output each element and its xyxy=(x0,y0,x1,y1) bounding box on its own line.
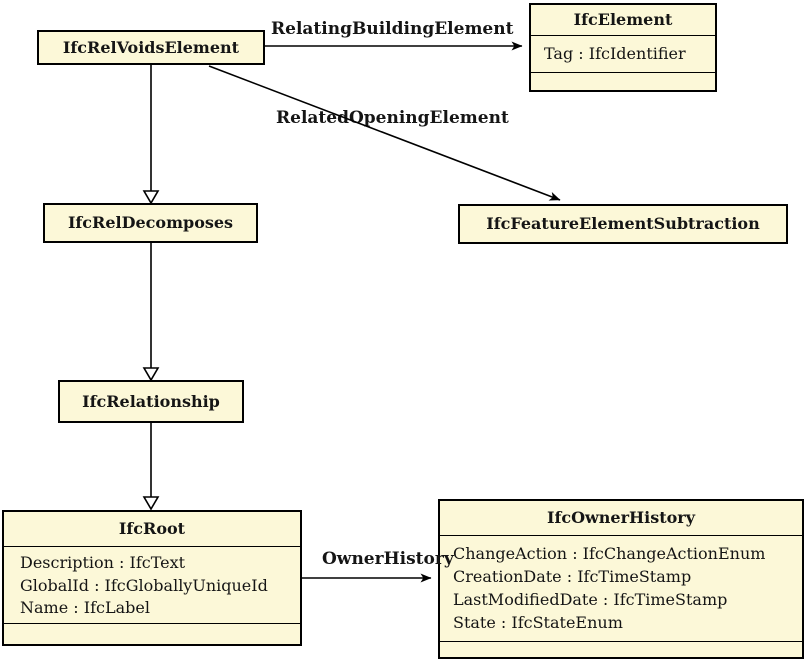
class-title-compartment: IfcOwnerHistory xyxy=(440,501,802,535)
class-box-ifcfeatureelementsubtraction: IfcFeatureElementSubtraction xyxy=(458,204,788,244)
hollow-triangle-icon xyxy=(142,190,160,205)
association-label-relatedopeningelement: RelatedOpeningElement xyxy=(276,108,509,128)
class-title: IfcElement xyxy=(573,10,673,29)
association-label-ownerhistory: OwnerHistory xyxy=(322,549,454,569)
class-title: IfcRelVoidsElement xyxy=(62,37,240,57)
class-attribute: Tag : IfcIdentifier xyxy=(544,44,686,63)
association-label-relatingbuildingelement: RelatingBuildingElement xyxy=(271,19,514,39)
class-attribute: LastModifiedDate : IfcTimeStamp xyxy=(453,590,728,609)
class-title-compartment: IfcRoot xyxy=(4,512,300,546)
class-title: IfcRoot xyxy=(118,519,186,538)
class-attribute: State : IfcStateEnum xyxy=(453,613,623,632)
class-box-ifcelement: IfcElement Tag : IfcIdentifier xyxy=(529,3,717,92)
class-attribute: Name : IfcLabel xyxy=(20,598,150,617)
hollow-triangle-icon xyxy=(142,496,160,511)
class-empty-compartment xyxy=(531,72,715,90)
class-title: IfcFeatureElementSubtraction xyxy=(486,214,760,233)
class-title: IfcRelationship xyxy=(82,391,220,411)
class-attribute: GlobalId : IfcGloballyUniqueId xyxy=(20,575,268,595)
class-empty-compartment xyxy=(4,623,300,644)
class-box-ifcrelationship: IfcRelationship xyxy=(58,380,244,423)
class-attributes-compartment: Description : IfcText GlobalId : IfcGlob… xyxy=(4,546,300,623)
class-box-ifcrelvoidselement: IfcRelVoidsElement xyxy=(37,30,265,65)
class-box-ifcreldecomposes: IfcRelDecomposes xyxy=(43,203,258,243)
class-box-ifcownerhistory: IfcOwnerHistory ChangeAction : IfcChange… xyxy=(438,499,804,659)
class-attributes-compartment: ChangeAction : IfcChangeActionEnum Creat… xyxy=(440,535,802,641)
class-title: IfcOwnerHistory xyxy=(546,508,696,527)
hollow-triangle-icon xyxy=(142,367,160,382)
class-attributes-compartment: Tag : IfcIdentifier xyxy=(531,35,715,72)
class-attribute: CreationDate : IfcTimeStamp xyxy=(453,567,692,586)
class-title-compartment: IfcElement xyxy=(531,5,715,35)
class-attribute: ChangeAction : IfcChangeActionEnum xyxy=(453,544,766,563)
class-box-ifcroot: IfcRoot Description : IfcText GlobalId :… xyxy=(2,510,302,646)
association-arrow-relatedopeningelement xyxy=(208,65,561,201)
class-attribute: Description : IfcText xyxy=(20,553,186,572)
class-title: IfcRelDecomposes xyxy=(67,213,234,232)
class-empty-compartment xyxy=(440,641,802,655)
